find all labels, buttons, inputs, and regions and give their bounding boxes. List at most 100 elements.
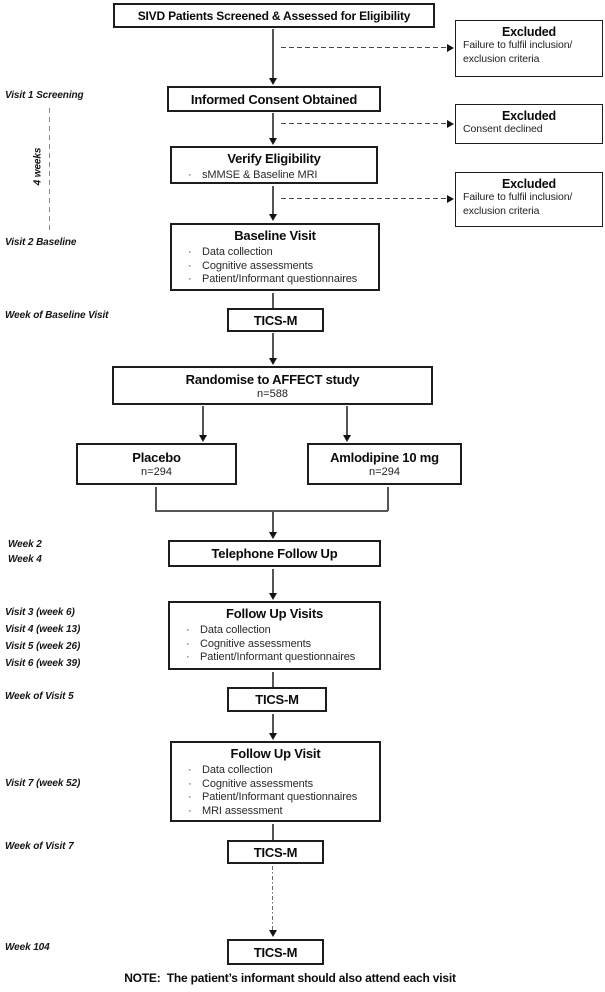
node-amlodipine-title: Amlodipine 10 mg: [330, 450, 439, 465]
arrowhead-down-icon: [269, 532, 277, 539]
connector-visit7-to-tics7: [272, 824, 274, 840]
arrowhead-right-icon: [447, 120, 454, 128]
branch-excluded-screening: [281, 47, 447, 49]
node-amlodipine: Amlodipine 10 mg n=294: [307, 443, 462, 485]
connector-placebo-down: [155, 487, 157, 511]
side-label-visit5: Visit 5 (week 26): [5, 641, 81, 652]
list-item: Data collection: [188, 764, 379, 778]
arrowhead-right-icon: [447, 44, 454, 52]
arrowhead-down-icon: [269, 593, 277, 600]
node-baseline-visit-list: Data collection Cognitive assessments Pa…: [172, 246, 378, 287]
node-informed-consent-title: Informed Consent Obtained: [190, 91, 358, 107]
side-label-visit2: Visit 2 Baseline: [5, 237, 77, 248]
connector-tics5-to-visit7: [272, 714, 274, 733]
node-excluded-eligibility-body: Failure to fulfil inclusion/ exclusion c…: [463, 191, 573, 217]
arrowhead-down-icon: [343, 435, 351, 442]
node-placebo-n: n=294: [141, 466, 172, 478]
footer-note: NOTE: The patient’s informant should als…: [124, 971, 456, 985]
node-excluded-consent-title: Excluded: [502, 109, 556, 123]
side-label-visit7: Visit 7 (week 52): [5, 778, 81, 789]
node-tics-visit7-title: TICS-M: [253, 844, 298, 860]
arrowhead-down-icon: [269, 138, 277, 145]
node-followup-visits-list: Data collection Cognitive assessments Pa…: [170, 624, 379, 665]
node-amlodipine-n: n=294: [369, 466, 400, 478]
side-label-week2: Week 2: [8, 539, 42, 550]
side-label-interval-4-weeks: 4 weeks: [32, 147, 44, 186]
node-tics-visit5: TICS-M: [227, 687, 327, 712]
list-item: MRI assessment: [188, 805, 379, 819]
list-item: Patient/Informant questionnaires: [186, 651, 379, 665]
node-excluded-screening-title: Excluded: [502, 25, 556, 39]
list-item: Cognitive assessments: [186, 638, 379, 652]
list-item: Patient/Informant questionnaires: [188, 791, 379, 805]
connector-screened-to-consent: [272, 29, 274, 78]
connector-tics7-to-week104: [272, 866, 274, 930]
list-item: Cognitive assessments: [188, 778, 379, 792]
node-followup-visit7: Follow Up Visit Data collection Cognitiv…: [170, 741, 381, 822]
node-excluded-eligibility: Excluded Failure to fulfil inclusion/ ex…: [455, 172, 603, 227]
node-followup-visits-title: Follow Up Visits: [226, 606, 323, 621]
arrowhead-down-icon: [269, 930, 277, 937]
list-item: Cognitive assessments: [188, 260, 378, 274]
node-tics-week104-title: TICS-M: [253, 944, 298, 960]
node-tics-week104: TICS-M: [227, 939, 324, 965]
connector-verify-to-baseline: [272, 186, 274, 214]
connector-consent-to-verify: [272, 113, 274, 138]
node-excluded-eligibility-title: Excluded: [502, 177, 556, 191]
node-randomise-title: Randomise to AFFECT study: [185, 371, 360, 387]
node-tics-baseline-title: TICS-M: [253, 312, 298, 328]
node-excluded-screening-body: Failure to fulfil inclusion/ exclusion c…: [463, 39, 573, 65]
node-excluded-consent-body: Consent declined: [463, 123, 543, 135]
side-label-week104: Week 104: [5, 942, 50, 953]
connector-telephone-to-followups: [272, 569, 274, 593]
connector-baseline-to-tics: [272, 293, 274, 308]
connector-randomise-to-placebo: [202, 406, 204, 435]
connector-randomise-to-amlodipine: [346, 406, 348, 435]
arrowhead-down-icon: [269, 358, 277, 365]
node-followup-visit7-list: Data collection Cognitive assessments Pa…: [172, 764, 379, 818]
side-label-week-of-visit5: Week of Visit 5: [5, 691, 74, 702]
timeline-dashed-line: [49, 108, 51, 234]
side-label-week-of-visit7: Week of Visit 7: [5, 841, 74, 852]
node-baseline-visit-title: Baseline Visit: [234, 228, 316, 243]
node-placebo-title: Placebo: [132, 450, 181, 465]
node-excluded-screening: Excluded Failure to fulfil inclusion/ ex…: [455, 20, 603, 77]
arrowhead-right-icon: [447, 195, 454, 203]
side-label-visit3: Visit 3 (week 6): [5, 607, 75, 618]
side-label-visit1: Visit 1 Screening: [5, 90, 84, 101]
connector-amlodipine-down: [387, 487, 389, 511]
node-verify-eligibility-list: sMMSE & Baseline MRI: [172, 169, 376, 183]
arrowhead-down-icon: [269, 78, 277, 85]
node-tics-baseline: TICS-M: [227, 308, 324, 332]
list-item: Data collection: [188, 246, 378, 260]
side-label-visit6: Visit 6 (week 39): [5, 658, 81, 669]
node-baseline-visit: Baseline Visit Data collection Cognitive…: [170, 223, 380, 291]
node-followup-visits: Follow Up Visits Data collection Cogniti…: [168, 601, 381, 670]
arrowhead-down-icon: [269, 733, 277, 740]
connector-merge-to-telephone: [272, 511, 274, 532]
node-excluded-consent: Excluded Consent declined: [455, 104, 603, 144]
side-label-visit4: Visit 4 (week 13): [5, 624, 81, 635]
list-item: Patient/Informant questionnaires: [188, 273, 378, 287]
node-placebo: Placebo n=294: [76, 443, 237, 485]
node-randomise: Randomise to AFFECT study n=588: [112, 366, 433, 405]
connector-merge-horizontal: [155, 510, 388, 512]
node-screened-title: SIVD Patients Screened & Assessed for El…: [137, 8, 411, 23]
list-item: Data collection: [186, 624, 379, 638]
node-telephone-followup: Telephone Follow Up: [168, 540, 381, 567]
arrowhead-down-icon: [269, 214, 277, 221]
arrowhead-down-icon: [199, 435, 207, 442]
node-tics-visit5-title: TICS-M: [255, 692, 299, 707]
list-item: sMMSE & Baseline MRI: [188, 169, 376, 183]
node-informed-consent: Informed Consent Obtained: [167, 86, 381, 112]
node-screened: SIVD Patients Screened & Assessed for El…: [113, 3, 435, 28]
connector-tics-to-randomise: [272, 333, 274, 358]
branch-excluded-consent: [281, 123, 447, 125]
node-verify-eligibility: Verify Eligibility sMMSE & Baseline MRI: [170, 146, 378, 184]
node-tics-visit7: TICS-M: [227, 840, 324, 864]
side-label-week4: Week 4: [8, 554, 42, 565]
node-verify-eligibility-title: Verify Eligibility: [227, 151, 321, 166]
node-randomise-n: n=588: [257, 387, 288, 400]
side-label-week-of-baseline: Week of Baseline Visit: [5, 310, 109, 321]
